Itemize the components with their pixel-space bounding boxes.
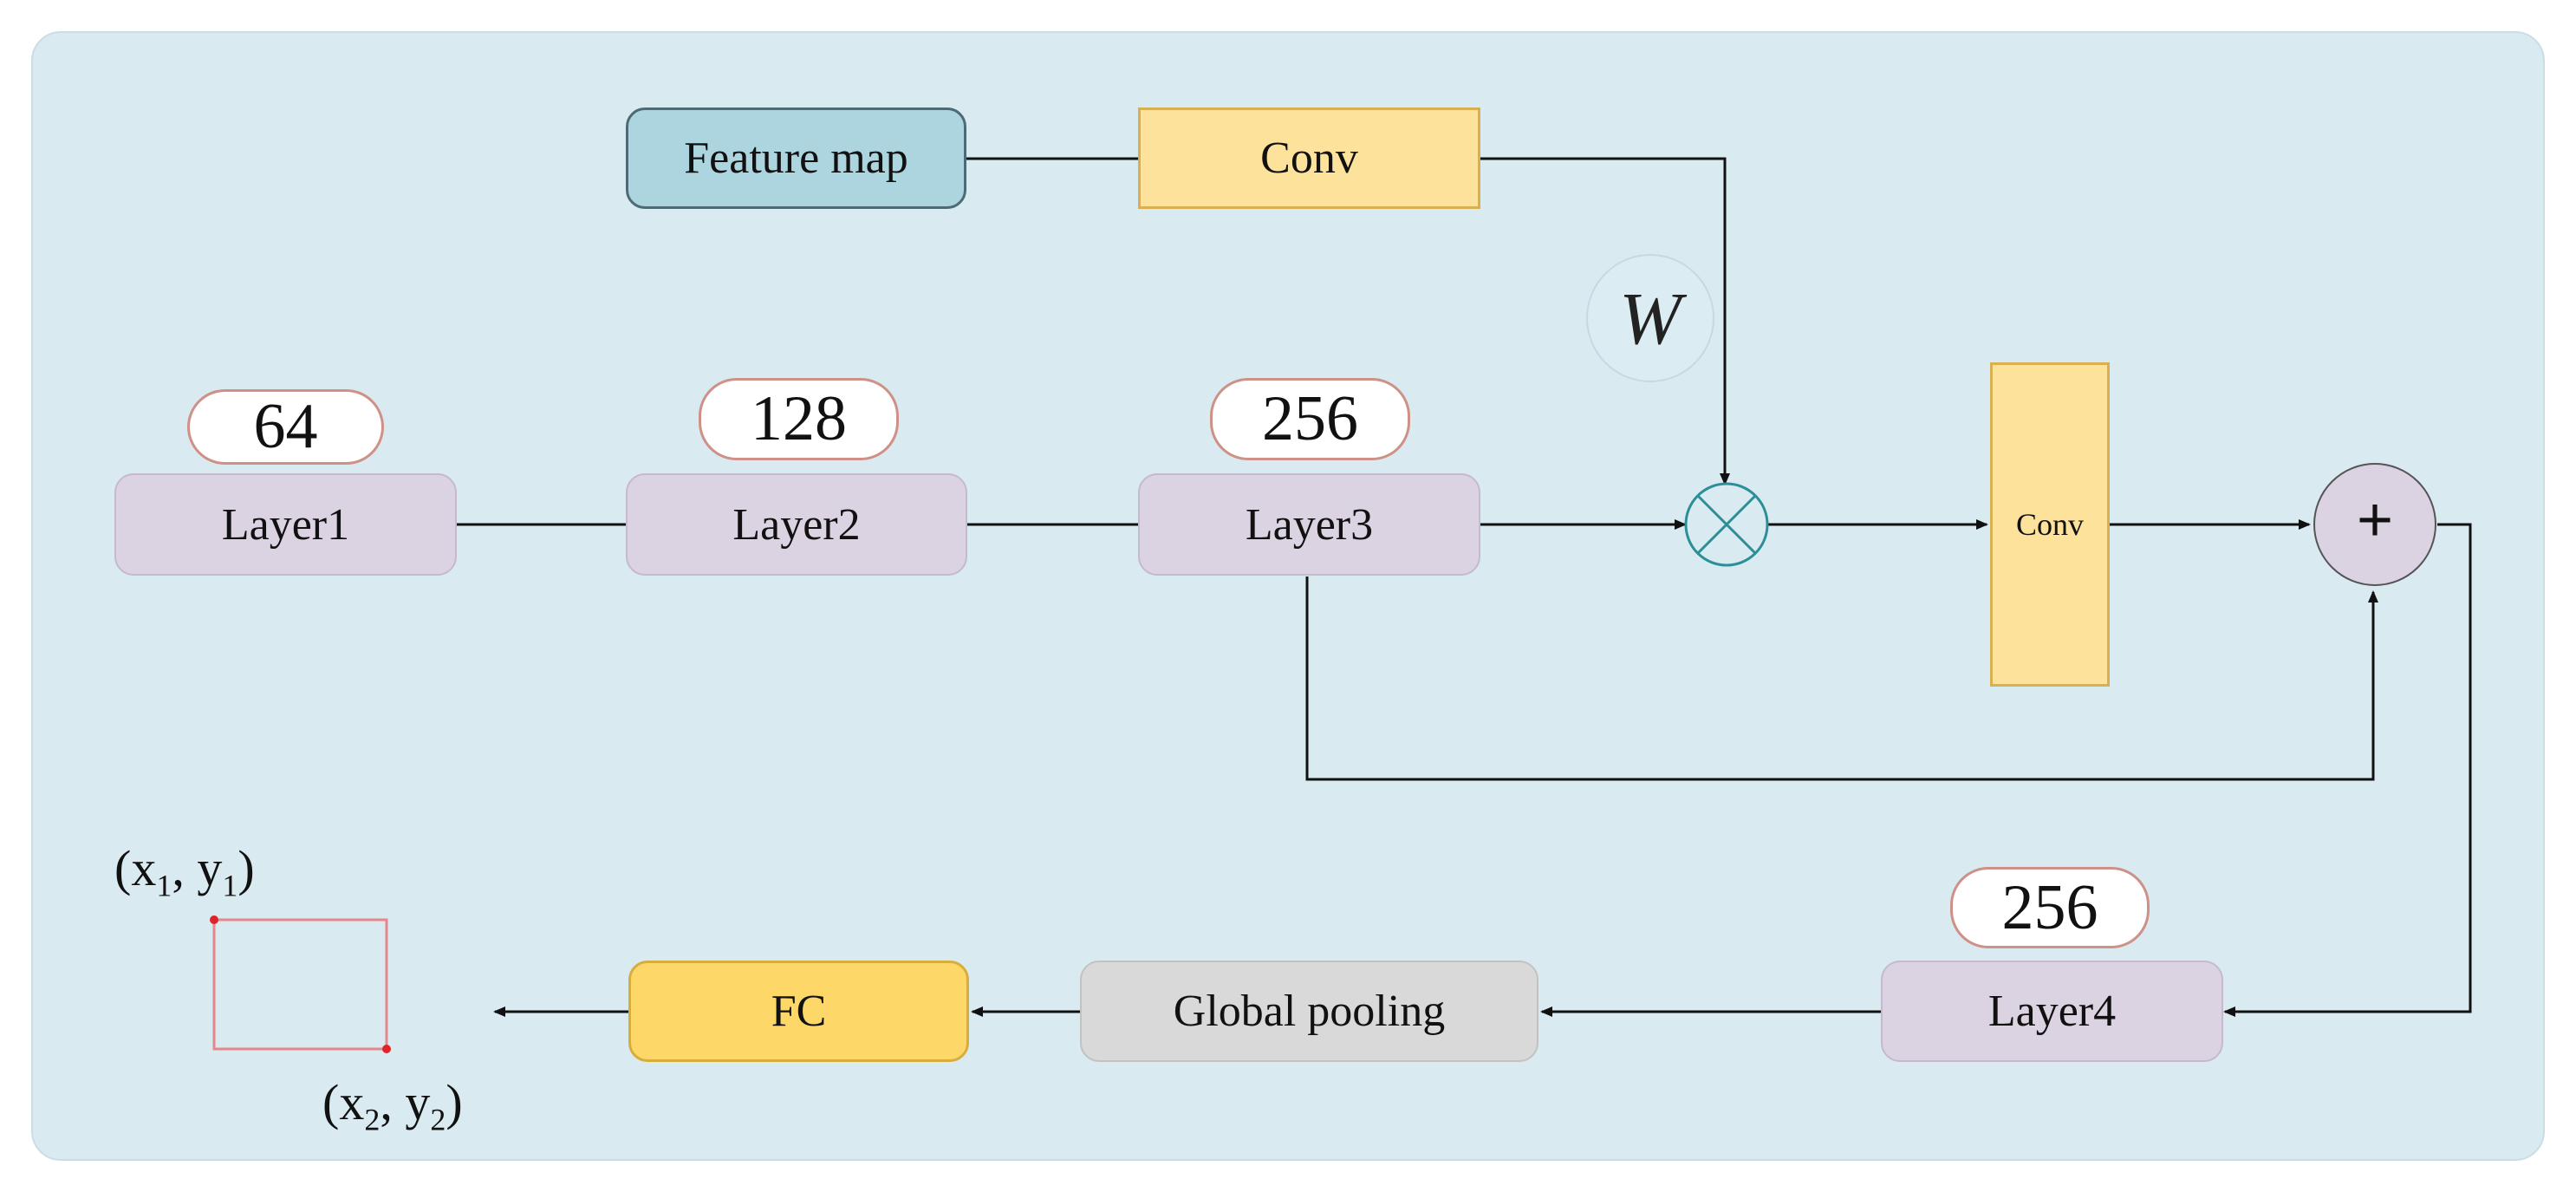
add-operator — [2313, 463, 2436, 586]
weight-symbol: W — [1586, 254, 1714, 382]
conv-block-top: Conv — [1138, 107, 1480, 209]
edge-layer3-skip-to-add — [1305, 576, 2378, 781]
feature-map-block: Feature map — [626, 107, 966, 209]
conv-block-middle: Conv — [1990, 362, 2110, 687]
edge-conv-to-multiply — [1480, 157, 1730, 485]
global-pooling-block: Global pooling — [1080, 961, 1538, 1062]
edge-add-to-layer4 — [2223, 523, 2472, 1017]
channel-badge-layer2: 128 — [699, 378, 899, 460]
fc-block: FC — [628, 961, 969, 1062]
layer3-block: Layer3 — [1138, 473, 1480, 576]
top-left-coordinate-label: (x1, y1) — [114, 840, 255, 903]
channel-badge-layer1: 64 — [187, 389, 384, 465]
add-symbol: + — [2356, 485, 2394, 555]
channel-badge-layer4: 256 — [1950, 867, 2150, 948]
output-bounding-box — [210, 915, 391, 1053]
layer2-block: Layer2 — [626, 473, 967, 576]
layer4-block: Layer4 — [1881, 961, 2223, 1062]
multiply-operator — [1684, 482, 1769, 567]
channel-badge-layer3: 256 — [1210, 378, 1410, 460]
layer1-block: Layer1 — [114, 473, 457, 576]
bottom-right-coordinate-label: (x2, y2) — [322, 1074, 463, 1137]
